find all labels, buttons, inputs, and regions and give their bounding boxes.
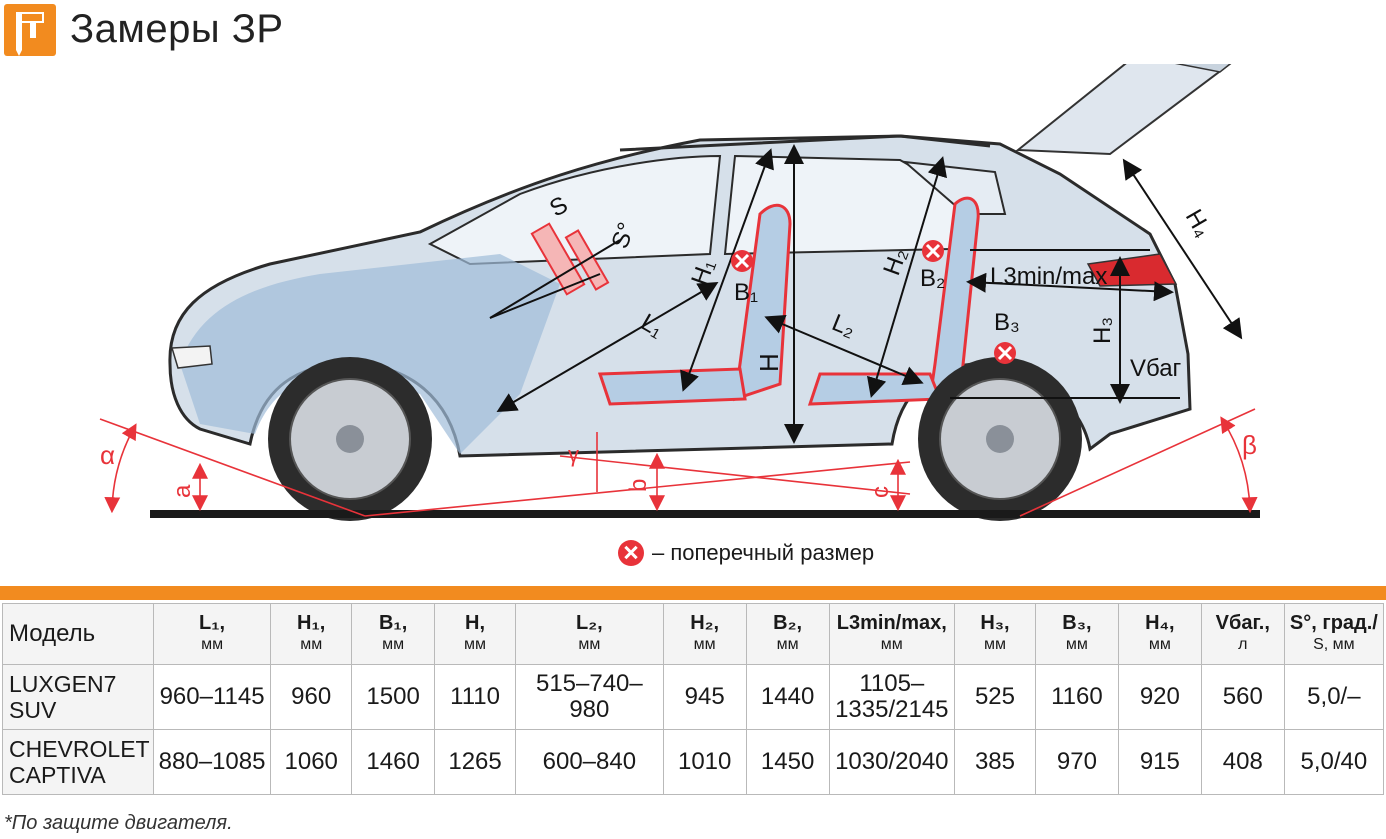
col-header-H2: H₂,мм <box>662 603 747 665</box>
col-header-B3: B₃,мм <box>1034 603 1119 665</box>
legend-text: – поперечный размер <box>652 540 875 565</box>
cell-H: 1110 <box>434 664 517 730</box>
cell-B2: 1440 <box>745 664 830 730</box>
label-c: c <box>867 486 894 498</box>
table-header-row: Модель L₁,мм H₁,мм B₁,мм H,мм L₂,мм H₂,м… <box>2 603 1385 665</box>
cell-H2: 945 <box>662 664 747 730</box>
label-H3: H₃ <box>1089 317 1116 344</box>
cell-H4: 915 <box>1117 729 1202 795</box>
table-accent-bar <box>0 586 1386 600</box>
label-b: b <box>625 479 652 492</box>
col-header-Vbag: Vбаг.,л <box>1200 603 1285 665</box>
ground-line <box>150 510 1260 518</box>
col-header-H4: H₄,мм <box>1117 603 1202 665</box>
cell-H3: 525 <box>954 664 1036 730</box>
cross-circle-icon <box>731 250 753 272</box>
specs-table: Модель L₁,мм H₁,мм B₁,мм H,мм L₂,мм H₂,м… <box>2 603 1385 795</box>
cell-B3: 970 <box>1034 729 1119 795</box>
cell-Vbag: 408 <box>1200 729 1285 795</box>
col-header-L3: L3min/max,мм <box>828 603 956 665</box>
label-B3: B₃ <box>994 309 1020 336</box>
label-B1: B₁ <box>734 279 758 306</box>
front-wheel <box>268 357 432 521</box>
table-row: CHEVROLET CAPTIVA 880–1085 1060 1460 126… <box>2 729 1385 795</box>
cell-H: 1265 <box>434 729 517 795</box>
cell-B2: 1450 <box>745 729 830 795</box>
col-header-H1: H₁,мм <box>270 603 353 665</box>
cell-L2: 515–740–980 <box>515 664 664 730</box>
cross-circle-icon <box>922 240 944 262</box>
measurement-arrows <box>489 144 1243 444</box>
col-header-L2: L₂,мм <box>515 603 664 665</box>
cell-H2: 1010 <box>662 729 747 795</box>
caliper-icon <box>4 4 56 56</box>
cell-H4: 920 <box>1117 664 1202 730</box>
cell-L1: 880–1085 <box>152 729 272 795</box>
footnote: *По защите двигателя. <box>4 812 233 834</box>
col-header-B1: B₁,мм <box>351 603 436 665</box>
cell-H1: 960 <box>270 664 353 730</box>
cell-L1: 960–1145 <box>152 664 272 730</box>
cell-Vbag: 560 <box>1200 664 1285 730</box>
header: Замеры ЗР <box>0 0 1386 64</box>
rear-wheel <box>918 357 1082 521</box>
car-measurements-diagram: H H₁ H₂ H₃ H₄ L₁ L₂ B₁ B₂ B₃ L3min/max V… <box>0 42 1386 584</box>
label-B2: B₂ <box>920 265 945 292</box>
label-H: H <box>754 353 784 372</box>
label-gamma: γ <box>568 442 579 467</box>
cross-circle-icon <box>618 540 644 566</box>
geometry-lines <box>99 408 1258 517</box>
legend: – поперечный размер <box>618 536 874 570</box>
cell-model: CHEVROLET CAPTIVA <box>2 729 154 795</box>
cell-S: 5,0/40 <box>1283 729 1385 795</box>
col-header-H3: H₃,мм <box>954 603 1036 665</box>
label-L3: L3min/max <box>990 263 1107 290</box>
col-header-B2: B₂,мм <box>745 603 830 665</box>
cell-B3: 1160 <box>1034 664 1119 730</box>
cell-L3: 1030/2040 <box>828 729 956 795</box>
cross-circle-icon <box>994 342 1016 364</box>
cell-model: LUXGEN7 SUV <box>2 664 154 730</box>
col-header-model: Модель <box>2 603 154 665</box>
col-header-H: H,мм <box>434 603 517 665</box>
page-title: Замеры ЗР <box>70 7 284 51</box>
cell-H3: 385 <box>954 729 1036 795</box>
label-alpha: α <box>100 440 115 470</box>
label-Vbag: Vбаг <box>1130 355 1182 382</box>
label-a: a <box>169 484 196 498</box>
cell-B1: 1460 <box>351 729 436 795</box>
open-tailgate <box>1015 42 1238 156</box>
cell-S: 5,0/– <box>1283 664 1385 730</box>
table-row: LUXGEN7 SUV 960–1145 960 1500 1110 515–7… <box>2 664 1385 730</box>
cell-L3: 1105–1335/2145 <box>828 664 956 730</box>
col-header-L1: L₁,мм <box>152 603 272 665</box>
label-H4: H₄ <box>1180 205 1217 242</box>
label-beta: β <box>1242 430 1257 460</box>
cell-B1: 1500 <box>351 664 436 730</box>
cell-H1: 1060 <box>270 729 353 795</box>
col-header-S: S°, град./S, мм <box>1283 603 1385 665</box>
cell-L2: 600–840 <box>515 729 664 795</box>
